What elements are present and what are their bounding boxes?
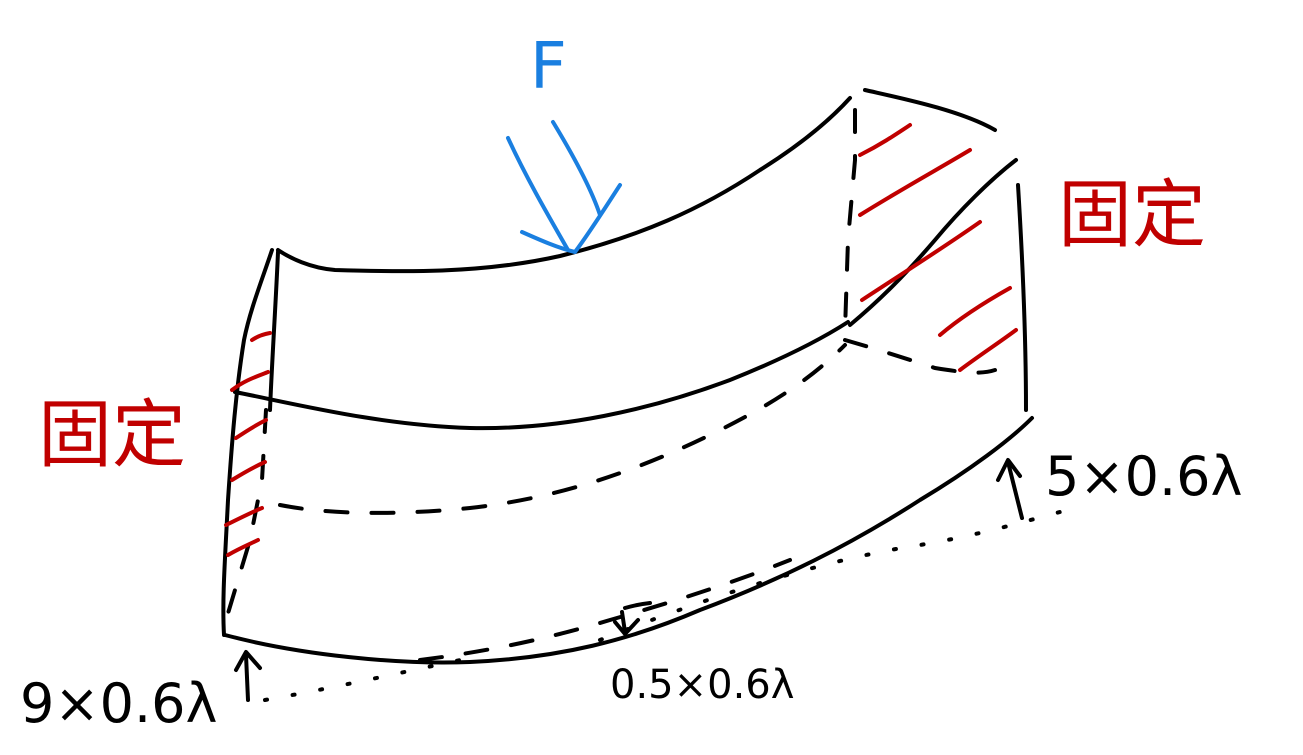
fixed-hatch-left [224,331,272,557]
hidden-right-vertical [843,108,857,332]
dim-height-label: 5×0.6λ [1045,445,1242,508]
hatch-left-mark-4 [230,460,267,482]
force-arrow-shaft-2 [551,120,602,217]
force-arrow-shaft-1 [506,136,570,252]
fixed-hatch-right [858,123,1018,372]
mid-edge [233,320,850,431]
dim-length-label: 9×0.6λ [20,672,217,735]
hidden-back-bottom [278,343,847,515]
dim-length-arrow [234,650,262,702]
hidden-left-vertical [224,408,268,622]
bottom-front-edge [223,416,1034,665]
top-front-edge [276,96,852,274]
hatch-left-mark-6 [226,538,260,557]
hatch-left-mark-1 [250,331,272,342]
top-back-edge [863,88,997,132]
dimension-lines [234,458,1062,702]
hatch-right-mark-1 [858,123,912,157]
left-end-front [221,248,274,637]
hatch-left-mark-2 [230,370,270,392]
fixed-label-left: 固定 [38,392,186,478]
fixed-label-right: 固定 [1058,172,1206,258]
force-arrow [506,120,622,254]
hatch-left-mark-3 [234,418,268,440]
hatch-left-mark-5 [224,506,264,527]
dim-height-arrow [996,458,1024,520]
right-top-link [848,158,1018,327]
dim-thickness-arrow [613,601,652,636]
hidden-right-bottom [843,338,997,375]
dim-length-line [263,654,482,702]
hatch-right-mark-4 [938,286,1012,337]
force-arrow-head [520,183,622,254]
block-outline [221,88,1034,665]
hatch-right-mark-3 [860,220,982,302]
hatch-right-mark-2 [858,148,972,217]
right-end-vertical [1016,183,1028,412]
hatch-right-mark-5 [958,328,1018,372]
hidden-edges [224,108,997,662]
left-end-back [268,250,280,412]
hidden-bottom-inner [418,558,792,662]
dim-thickness-label: 0.5×0.6λ [610,662,794,708]
force-label: F [530,30,567,104]
